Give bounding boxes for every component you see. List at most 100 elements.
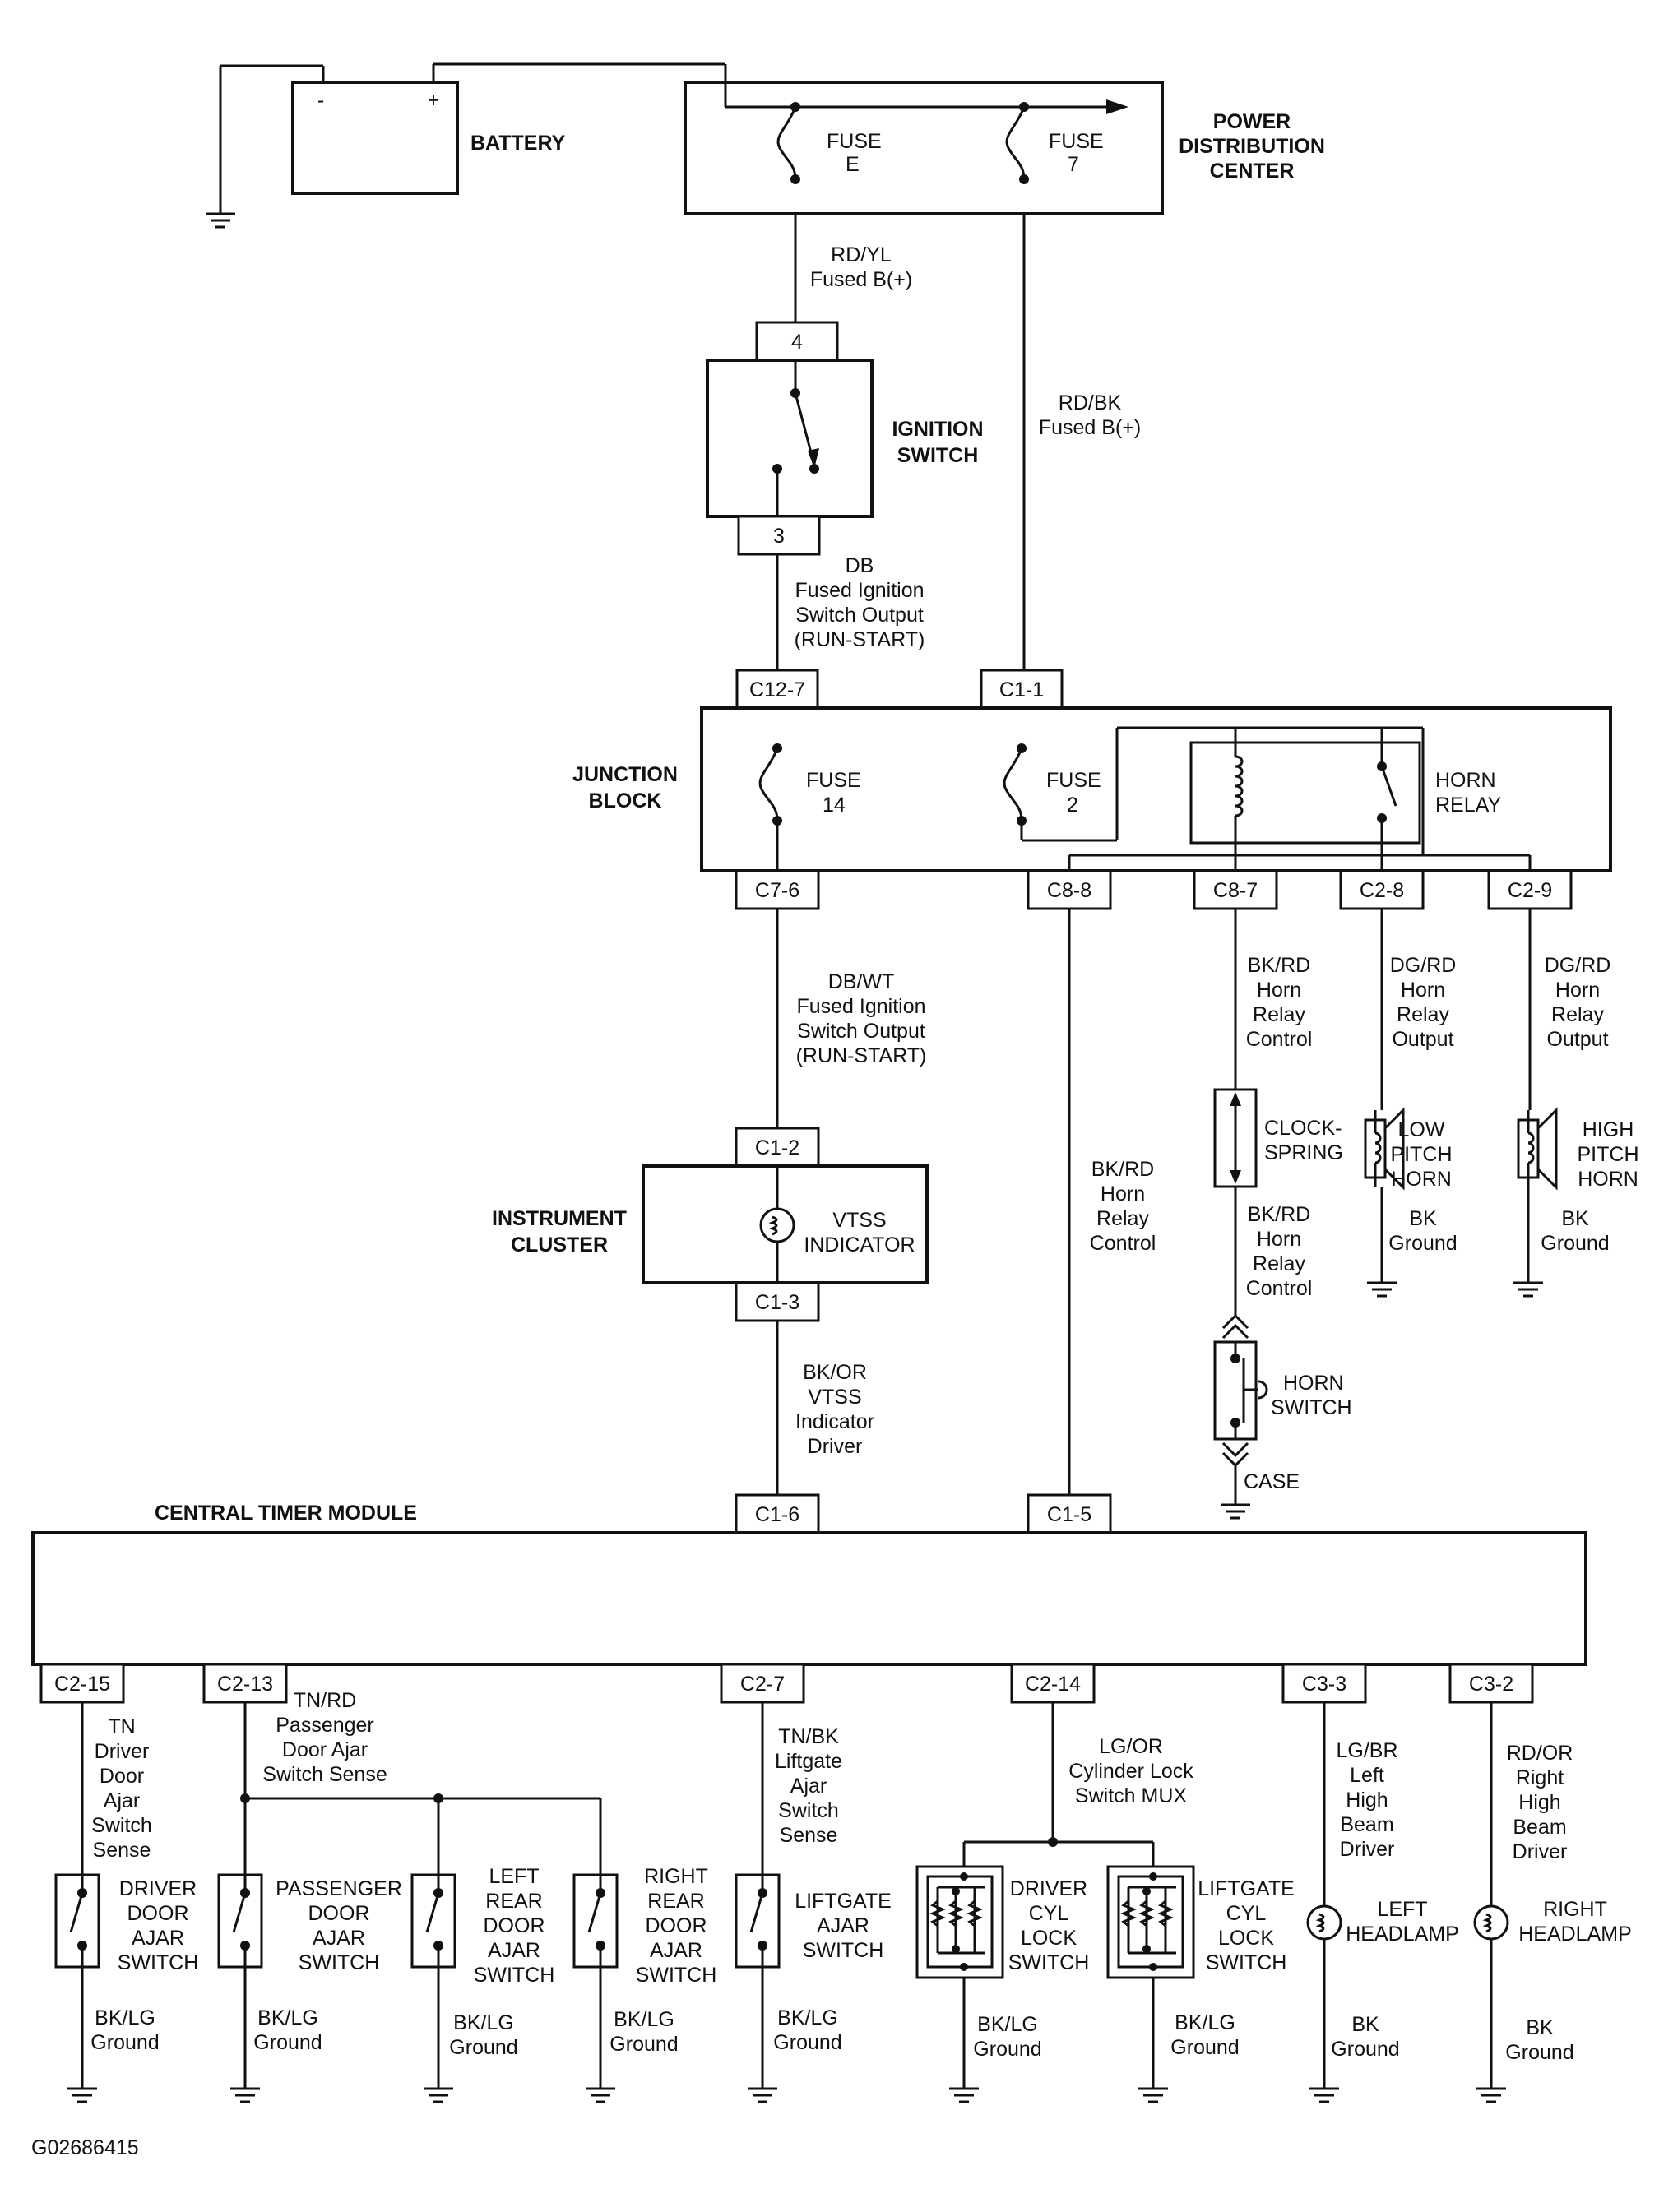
liftgate-cyl-label-2: CYL: [1226, 1902, 1267, 1925]
low-pitch-horn-icon: [1364, 1107, 1405, 1191]
wire-dg-rd-high-func-3: Output: [1546, 1028, 1608, 1051]
wire-rd-bk-color: RD/BK: [1059, 391, 1122, 414]
wire-dg-rd-low-func-3: Output: [1392, 1028, 1453, 1051]
wire-rd-or-func-4: Driver: [1513, 1840, 1568, 1863]
low-horn-ground-icon: [1367, 1281, 1397, 1298]
connector-c1-3: C1-3: [755, 1291, 799, 1314]
instrument-cluster: C1-2 VTSS INDICATOR C1-3 INSTRUMENT CLUS…: [492, 1127, 929, 1322]
right-rear-door-label-3: DOOR: [646, 1914, 707, 1937]
left-headlamp-icon: [1306, 1904, 1342, 1941]
connector-c1-1: C1-1: [999, 678, 1044, 701]
wire-rd-bk-func: Fused B(+): [1039, 416, 1141, 439]
wire-lg-br-func-3: Beam: [1340, 1813, 1393, 1836]
horn-relay: HORN RELAY: [1189, 728, 1501, 855]
wire-bk-rd-c87-color: BK/RD: [1248, 954, 1310, 977]
wire-tn-rd-color: TN/RD: [294, 1689, 356, 1712]
left-rear-door-label-4: AJAR: [488, 1939, 540, 1962]
wire-bk-or-func-1: VTSS: [808, 1386, 861, 1409]
battery-ground-icon: [206, 212, 235, 229]
gnd-1-color: BK/LG: [95, 2006, 155, 2029]
clockspring-label-1: CLOCK-: [1264, 1117, 1342, 1140]
wire-db-wt-func-3: (RUN-START): [796, 1044, 927, 1067]
connector-c1-6: C1-6: [755, 1503, 799, 1526]
passenger-door-label-4: SWITCH: [299, 1951, 380, 1974]
driver-cyl-label-3: LOCK: [1021, 1927, 1077, 1950]
ground-icon-8: [1309, 2087, 1339, 2103]
gnd-5-func: Ground: [773, 2031, 841, 2054]
connector-c12-7: C12-7: [749, 678, 805, 701]
junction-block-label-2: BLOCK: [589, 789, 662, 812]
liftgate-cyl-lock-switch-icon: [1106, 1842, 1195, 1979]
driver-door-label-4: SWITCH: [118, 1951, 199, 1974]
clockspring: CLOCK- SPRING: [1213, 1088, 1343, 1188]
instrument-cluster-label-2: CLUSTER: [511, 1233, 608, 1256]
high-pitch-horn-label-2: PITCH: [1578, 1143, 1639, 1166]
instrument-cluster-label-1: INSTRUMENT: [492, 1207, 627, 1230]
wire-bk-rd-cs-func-3: Control: [1246, 1277, 1313, 1300]
left-rear-door-label-1: LEFT: [489, 1865, 539, 1888]
wire-tn-bk-color: TN/BK: [778, 1725, 839, 1748]
connector-c2-15: C2-15: [54, 1673, 110, 1696]
wire-db-wt-func-1: Fused Ignition: [796, 995, 925, 1018]
connector-c2-13: C2-13: [217, 1673, 273, 1696]
wire-bk-rd-c88-func-2: Relay: [1096, 1207, 1149, 1230]
wire-bk-rd-c87-func-2: Relay: [1253, 1003, 1305, 1026]
liftgate-ajar-label-2: AJAR: [817, 1914, 869, 1937]
wire-db-func-2: Switch Output: [795, 604, 924, 627]
fuse-2-label: FUSE: [1046, 769, 1101, 792]
ground-icon-9: [1476, 2087, 1506, 2103]
wire-bk-low-func: Ground: [1388, 1232, 1457, 1255]
driver-cyl-lock-switch-icon: [915, 1842, 1004, 1979]
driver-door-label-3: AJAR: [132, 1927, 184, 1950]
wire-bk-rd-c88-color: BK/RD: [1091, 1158, 1154, 1181]
wire-rd-or-func-1: Right: [1516, 1766, 1564, 1789]
right-rear-door-label-2: REAR: [647, 1890, 704, 1913]
driver-cyl-label-4: SWITCH: [1008, 1951, 1090, 1974]
high-pitch-horn-label-1: HIGH: [1583, 1118, 1634, 1141]
wire-bk-rd-c88-func-3: Control: [1090, 1232, 1156, 1255]
right-headlamp-icon: [1473, 1904, 1509, 1941]
ground-icon-7: [1138, 2087, 1168, 2103]
driver-cyl-label-2: CYL: [1029, 1902, 1069, 1925]
case-ground-icon: [1221, 1503, 1250, 1520]
liftgate-ajar-label-3: SWITCH: [803, 1939, 884, 1962]
connector-c2-8: C2-8: [1360, 879, 1404, 902]
right-rear-door-label-4: AJAR: [650, 1939, 702, 1962]
vtss-indicator-label-2: INDICATOR: [804, 1233, 915, 1256]
left-rear-door-label-5: SWITCH: [474, 1964, 555, 1987]
junction-block-label-1: JUNCTION: [572, 763, 678, 786]
wire-tn-bk-func-2: Ajar: [790, 1775, 827, 1798]
wire-rd-or-func-2: High: [1518, 1791, 1560, 1814]
connector-c2-9: C2-9: [1508, 879, 1552, 902]
gnd-3-func: Ground: [449, 2036, 517, 2059]
wire-tn-bk-func-4: Sense: [780, 1824, 838, 1847]
ctm-label: CENTRAL TIMER MODULE: [155, 1502, 417, 1525]
connector-c8-8: C8-8: [1047, 879, 1091, 902]
ground-icon-5: [748, 2087, 777, 2103]
wire-bk-or-func-3: Driver: [808, 1435, 863, 1458]
gnd-1-func: Ground: [90, 2031, 159, 2054]
wire-rd-or-color: RD/OR: [1507, 1742, 1573, 1765]
gnd-right-hl-color: BK: [1526, 2016, 1554, 2039]
wire-tn-func-1: Driver: [95, 1740, 150, 1763]
battery: - + BATTERY: [219, 62, 727, 214]
wire-tn-func-3: Ajar: [104, 1789, 140, 1812]
wire-db-color: DB: [846, 554, 874, 577]
wire-bk-rd-cs-func-1: Horn: [1257, 1228, 1301, 1251]
power-distribution-center: FUSE E FUSE 7 POWER DISTRIBUTION CENTER: [684, 81, 1325, 215]
liftgate-cyl-label-4: SWITCH: [1206, 1951, 1287, 1974]
wire-db-func-3: (RUN-START): [795, 628, 925, 651]
connector-c8-7: C8-7: [1213, 879, 1258, 902]
wire-lg-br-color: LG/BR: [1336, 1739, 1397, 1762]
liftgate-ajar-switch-icon: [735, 1873, 781, 1969]
left-rear-door-label-3: DOOR: [484, 1914, 545, 1937]
battery-label: BATTERY: [470, 132, 566, 155]
gnd-4-color: BK/LG: [614, 2008, 674, 2031]
driver-door-label-2: DOOR: [127, 1902, 189, 1925]
wire-dg-rd-high-func-2: Relay: [1551, 1003, 1604, 1026]
clockspring-label-2: SPRING: [1264, 1141, 1343, 1164]
left-rear-door-label-2: REAR: [485, 1890, 542, 1913]
pdc-label-1: POWER: [1213, 110, 1291, 133]
